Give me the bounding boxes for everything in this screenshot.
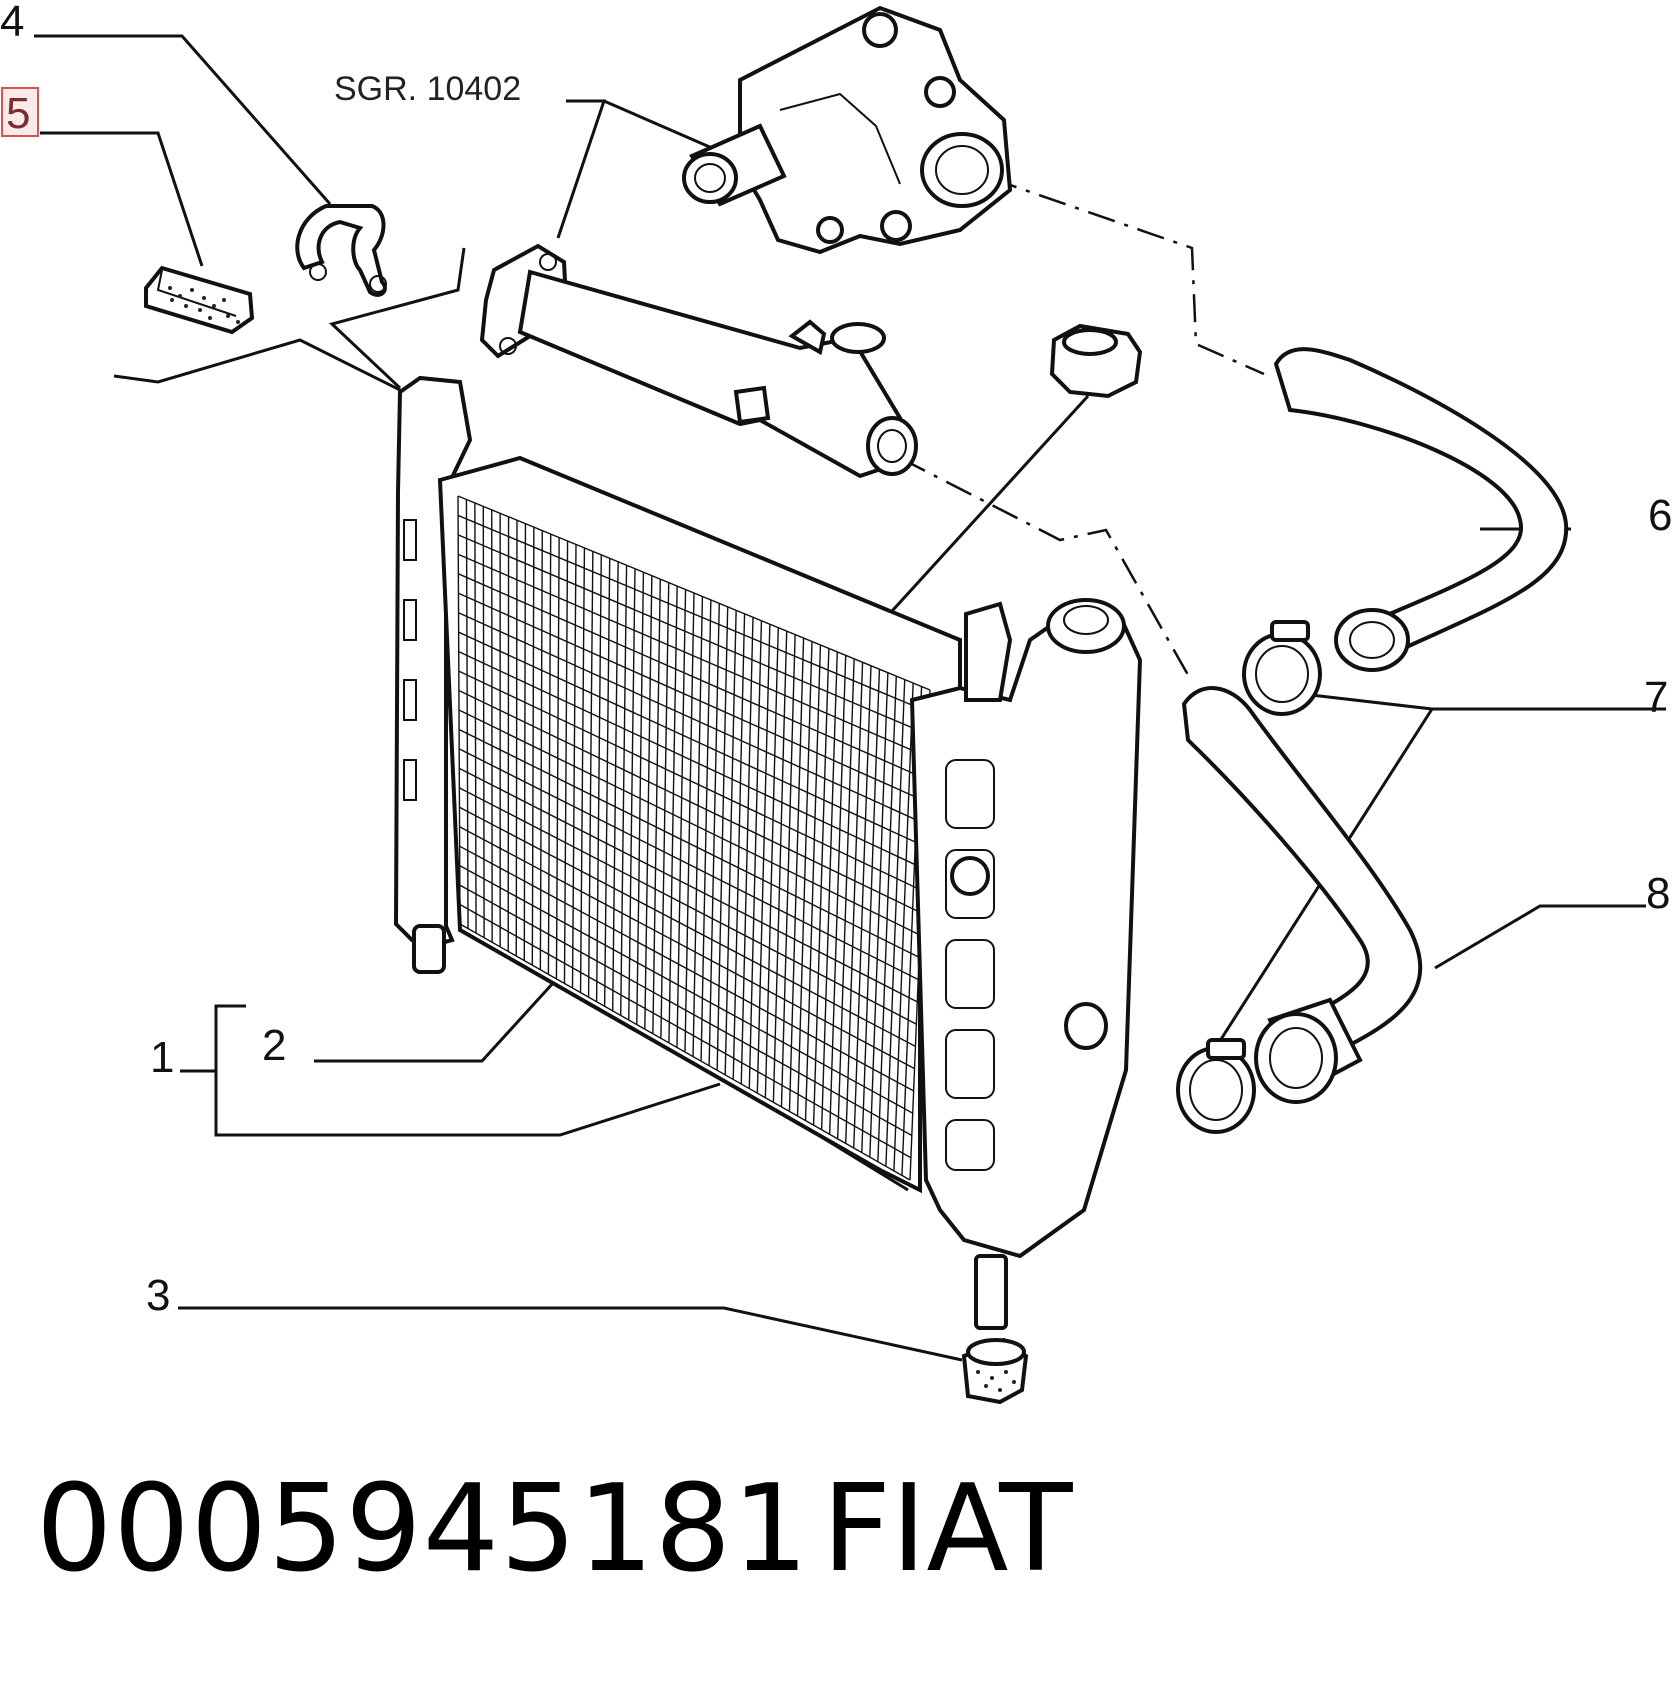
callout-5-highlight [1,87,39,137]
foam-pad-part-5 [144,265,255,335]
hose-clamp-part-7-lower [1176,1038,1256,1134]
callout-4: 4 [0,0,24,46]
callout-7: 7 [1644,673,1668,722]
hose-clamp-part-7-upper [1242,620,1322,716]
brand-name: FIAT [822,1460,1073,1599]
callout-5: 5 [6,89,30,138]
clip-part-4 [295,204,387,297]
callout-2: 2 [262,1021,286,1070]
part-number: 0005945181 [36,1460,810,1599]
callout-1: 1 [150,1033,174,1082]
callout-3: 3 [146,1271,170,1320]
callout-6: 6 [1648,491,1672,540]
lower-hose-part-8 [1181,686,1423,1104]
drain-plug-part-3 [961,1337,1029,1405]
group-reference: SGR. 10402 [334,70,521,108]
callout-labels: 4 5 SGR. 10402 6 7 8 1 2 3 [0,0,1672,1320]
radiator-core [393,375,1143,1330]
upper-pipe [479,243,918,479]
thermostat-housing [682,5,1013,255]
callout-8: 8 [1646,869,1670,918]
radiator-cap-part-2 [1049,323,1143,399]
upper-hose-part-6 [1273,347,1569,672]
